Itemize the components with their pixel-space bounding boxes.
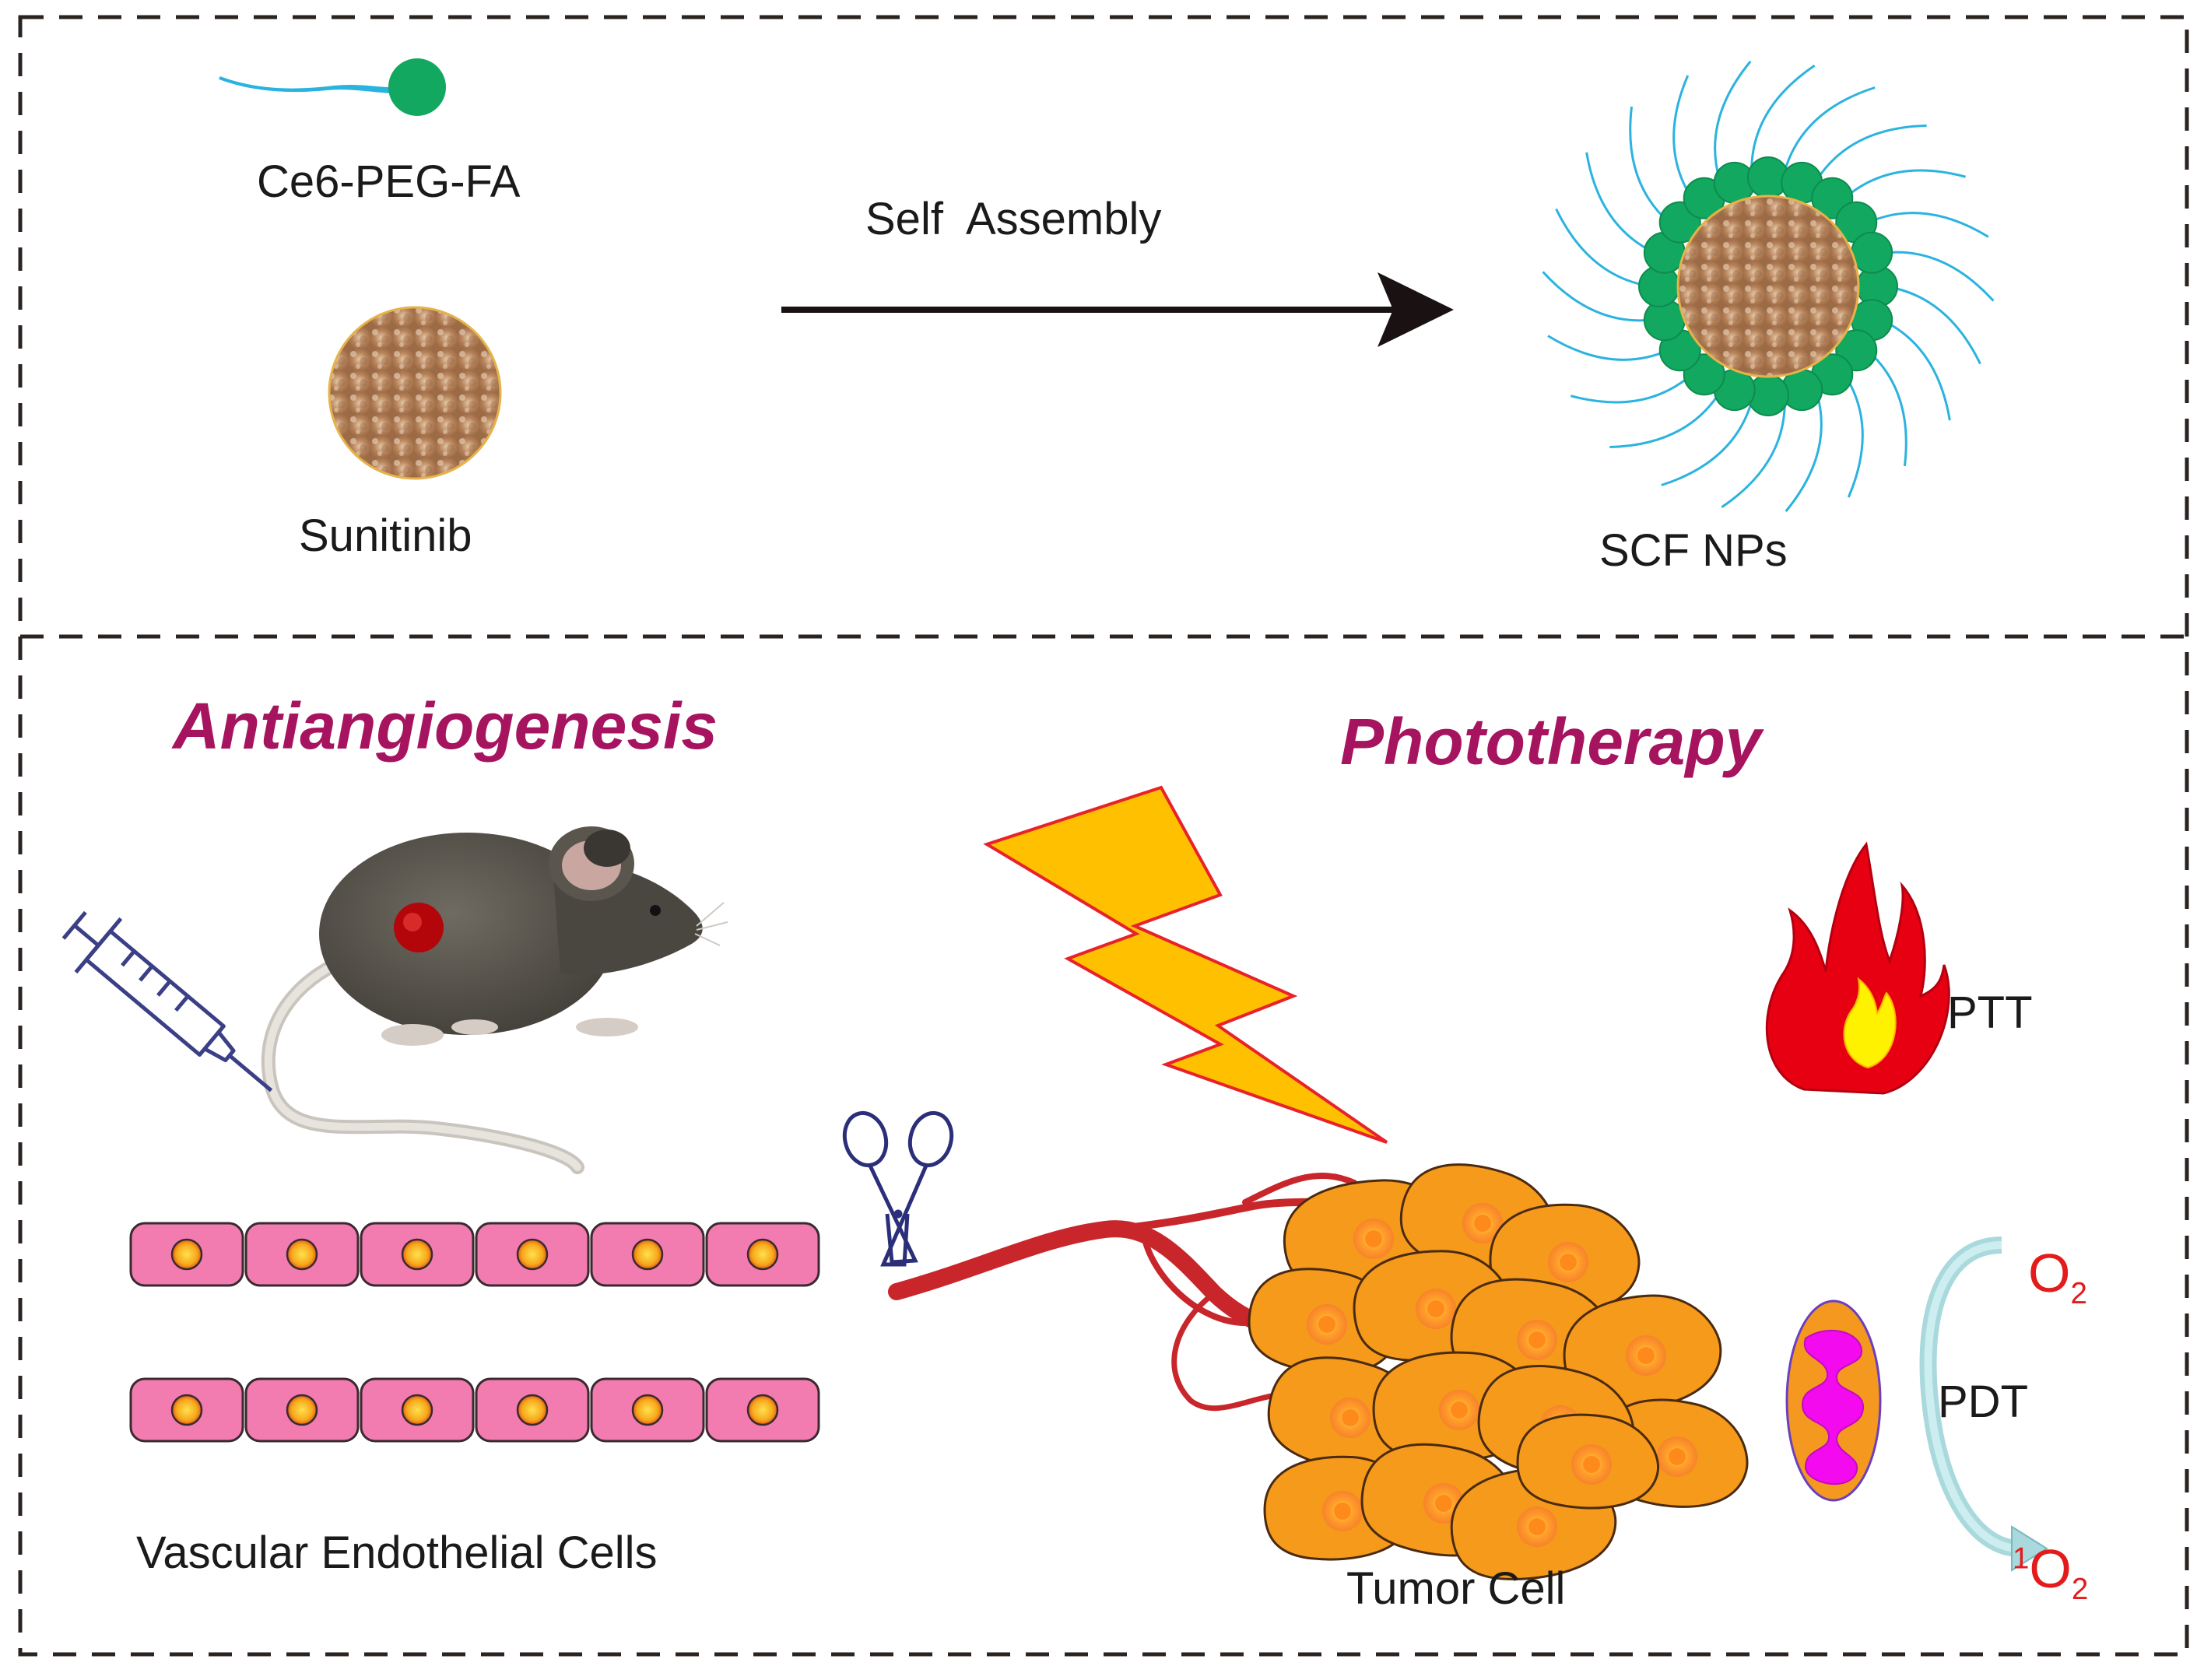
pdt-label: PDT: [1938, 1377, 2028, 1427]
syringe-icon: [61, 910, 273, 1093]
tumor-cell-cluster: [1248, 1163, 1749, 1580]
frame: [18, 15, 2189, 1657]
mouse-icon: [261, 826, 728, 1174]
ce6-peg-fa-icon: [219, 58, 446, 116]
lightning-icon: [983, 785, 1388, 1144]
tumor-cell-label: Tumor Cell: [1346, 1563, 1566, 1614]
scf-nanoparticle-icon: [1542, 60, 1995, 513]
pdt-arrow: [1919, 1236, 2048, 1572]
sunitinib-label: Sunitinib: [299, 510, 472, 561]
scissors-icon: [842, 1110, 954, 1267]
self-assembly-arrow: [781, 272, 1454, 347]
scf-nps-label: SCF NPs: [1599, 525, 1788, 576]
oxygen-label: O2: [2028, 1243, 2087, 1310]
endothelial-label: Vascular Endothelial Cells: [136, 1527, 658, 1578]
phototherapy-heading: Phototherapy: [1340, 705, 1762, 778]
ce6-peg-fa-label: Ce6-PEG-FA: [257, 156, 521, 207]
ptt-label: PTT: [1947, 987, 2033, 1038]
sunitinib-icon: [328, 306, 502, 480]
flame-icon: [1765, 841, 1950, 1095]
singlet-oxygen-label: 1O2: [2013, 1538, 2089, 1606]
mitochondrion-icon: [1785, 1299, 1882, 1502]
endothelial-cells: [129, 1222, 820, 1443]
self-assembly-label: Self Assembly: [865, 194, 1162, 244]
antiangiogenesis-heading: Antiangiogenesis: [173, 689, 718, 763]
